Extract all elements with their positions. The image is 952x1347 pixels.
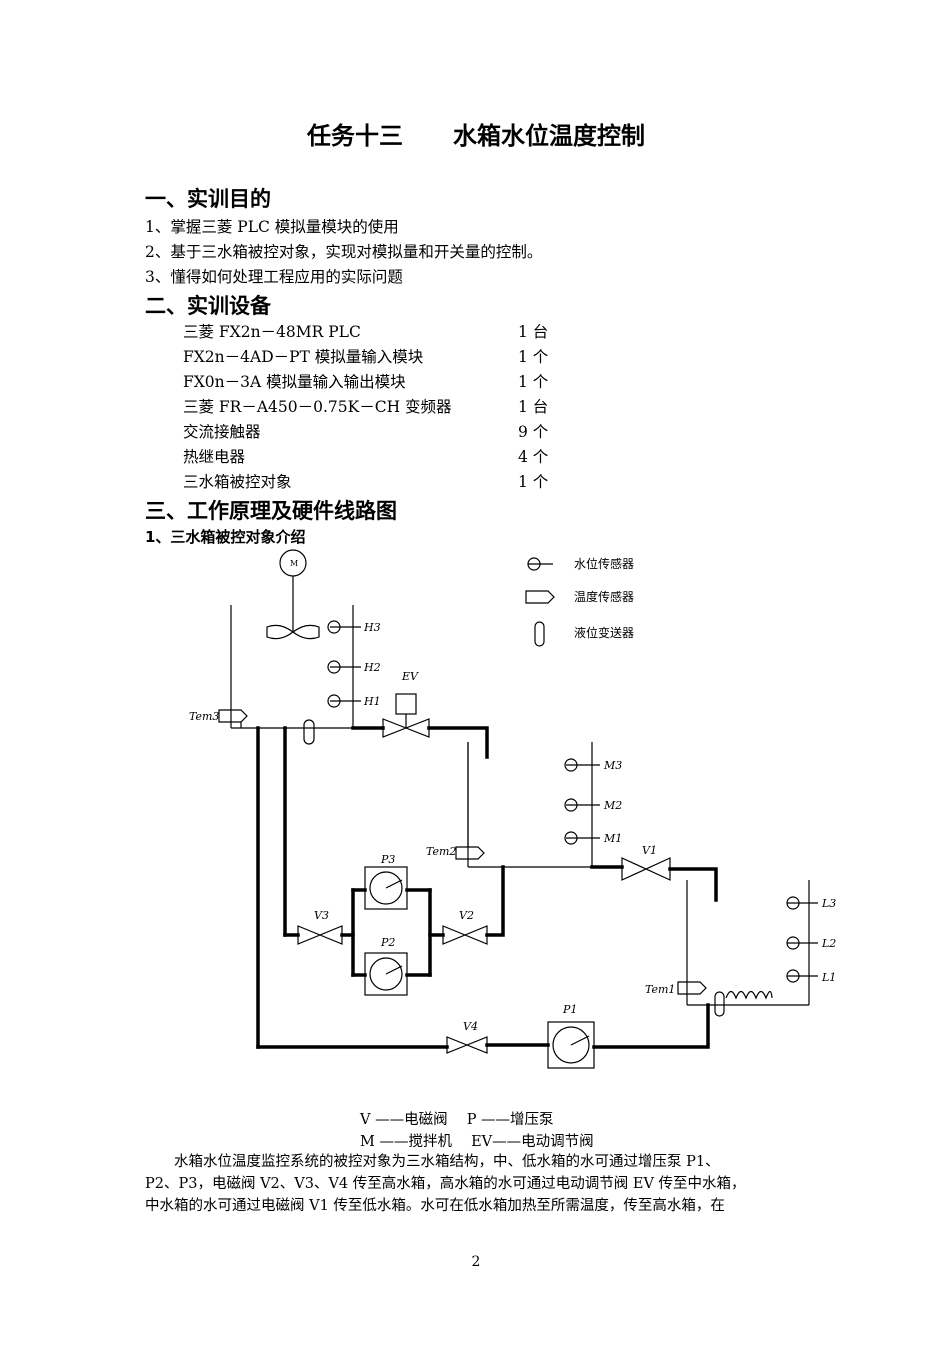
equipment-name: 三水箱被控对象: [183, 473, 292, 491]
caption-line1: V ——电磁阀 P ——增压泵: [360, 1112, 554, 1128]
stirrer-blade-left: [266, 624, 294, 640]
label-M1: M1: [603, 832, 622, 845]
label-V3: V3: [314, 909, 329, 922]
v4-valve: [446, 1036, 488, 1054]
equipment-qty: 1 台: [518, 323, 549, 341]
section3-heading: 三、工作原理及硬件线路图: [145, 499, 397, 523]
motor-label: M: [290, 559, 298, 568]
label-V4: V4: [463, 1020, 478, 1033]
level-transmitter-low: [714, 991, 725, 1017]
equipment-name: 三菱 FX2n－48MR PLC: [183, 323, 361, 341]
label-M2: M2: [603, 799, 622, 812]
legend-temp-sensor-icon: [525, 590, 555, 604]
temp-sensor-Tem1: [677, 981, 707, 995]
v1-valve: [621, 857, 671, 881]
label-L2: L2: [821, 937, 836, 950]
subsection-heading: 1、三水箱被控对象介绍: [145, 528, 306, 546]
body-paragraph: 水箱水位温度监控系统的被控对象为三水箱结构，中、低水箱的水可通过增压泵 P1、 …: [145, 1151, 815, 1217]
level-transmitter-high: [303, 719, 315, 745]
paragraph-line: 中水箱的水可通过电磁阀 V1 传至低水箱。水可在低水箱加热至所需温度，传至高水箱…: [145, 1198, 725, 1214]
level-sensor-H1: [327, 694, 341, 708]
pump-P3: [364, 866, 408, 910]
label-P3: P3: [380, 853, 395, 866]
caption-line2: M ——搅拌机 EV——电动调节阀: [360, 1134, 594, 1150]
paragraph-line: P2、P3，电磁阀 V2、V3、V4 传至高水箱，高水箱的水可通过电动调节阀 E…: [145, 1176, 746, 1192]
objective-item: 2、基于三水箱被控对象，实现对模拟量和开关量的控制。: [145, 243, 543, 261]
label-L3: L3: [821, 897, 836, 910]
objective-item: 3、懂得如何处理工程应用的实际问题: [145, 268, 403, 286]
label-P1: P1: [562, 1003, 577, 1016]
legend-level-sensor: 水位传感器: [574, 556, 634, 571]
label-M3: M3: [603, 759, 622, 772]
level-sensor-M2: [564, 798, 578, 812]
equipment-name: 三菱 FR－A450－0.75K－CH 变频器: [183, 398, 452, 416]
equipment-qty: 1 个: [518, 348, 549, 366]
section1-heading: 一、实训目的: [145, 187, 271, 211]
temp-sensor-Tem3: [218, 709, 248, 723]
equipment-name: 热继电器: [183, 448, 246, 466]
label-P2: P2: [380, 936, 395, 949]
legend-level-transmitter: 液位变送器: [574, 625, 634, 640]
equipment-qty: 1 个: [518, 373, 549, 391]
page-number: 2: [471, 1254, 481, 1270]
three-tank-diagram: M H3 H2 H1 EV Tem3 M3 M2 M1 Tem2 V1 P3 P…: [189, 549, 836, 1069]
label-EV: EV: [401, 670, 419, 683]
label-V2: V2: [459, 909, 474, 922]
legend-temp-sensor: 温度传感器: [574, 589, 634, 604]
level-sensor-L2: [786, 936, 800, 950]
ev-actuator: [395, 693, 417, 715]
heater-coil: [725, 990, 773, 1000]
label-H1: H1: [363, 695, 381, 708]
label-Tem2: Tem2: [426, 845, 456, 858]
level-sensor-M3: [564, 758, 578, 772]
level-sensor-L3: [786, 896, 800, 910]
section2-heading: 二、实训设备: [145, 294, 271, 318]
equipment-qty: 1 台: [518, 398, 549, 416]
level-sensor-H2: [327, 660, 341, 674]
label-Tem3: Tem3: [189, 710, 219, 723]
equipment-qty: 9 个: [518, 423, 549, 441]
label-V1: V1: [642, 844, 657, 857]
label-H3: H3: [363, 621, 381, 634]
level-sensor-M1: [564, 831, 578, 845]
temp-sensor-Tem2: [455, 846, 485, 860]
equipment-name: FX0n－3A 模拟量输入输出模块: [183, 373, 406, 391]
stirrer-blade-right: [292, 624, 320, 640]
equipment-name: FX2n－4AD－PT 模拟量输入模块: [183, 348, 424, 366]
level-sensor-L1: [786, 969, 800, 983]
v2-valve: [442, 925, 488, 945]
v3-valve: [297, 925, 343, 945]
ev-valve: [382, 718, 430, 738]
equipment-qty: 1 个: [518, 473, 549, 491]
label-H2: H2: [363, 661, 381, 674]
label-Tem1: Tem1: [645, 983, 675, 996]
legend-level-sensor-icon: [527, 557, 541, 571]
level-sensor-H3: [327, 620, 341, 634]
legend-level-transmitter-icon: [534, 621, 545, 647]
label-L1: L1: [821, 971, 836, 984]
equipment-name: 交流接触器: [183, 423, 261, 441]
objective-item: 1、掌握三菱 PLC 模拟量模块的使用: [145, 218, 399, 236]
equipment-qty: 4 个: [518, 448, 549, 466]
paragraph-line: 水箱水位温度监控系统的被控对象为三水箱结构，中、低水箱的水可通过增压泵 P1、: [145, 1154, 720, 1170]
page-title: 任务十三水箱水位温度控制: [307, 122, 645, 150]
